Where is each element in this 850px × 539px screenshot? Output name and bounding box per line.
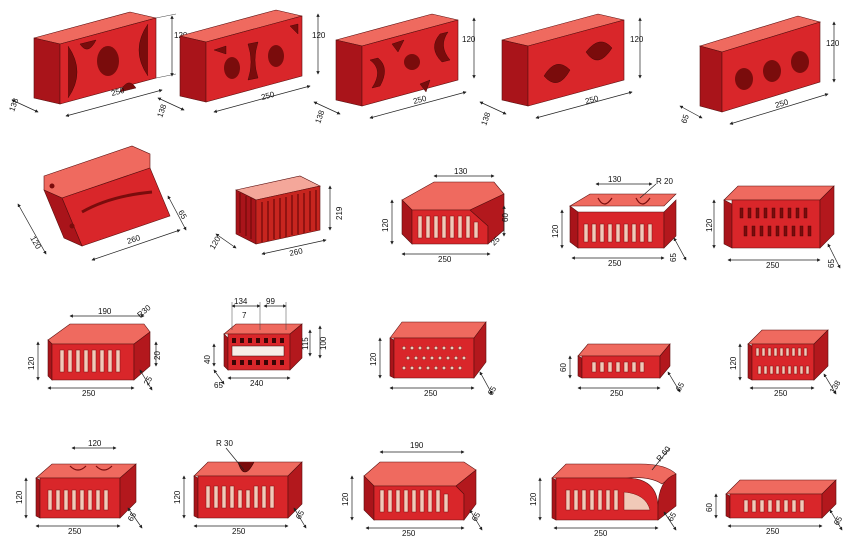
brick-1: 120 250 138 xyxy=(7,11,188,117)
brick-14: 60 250 65 xyxy=(559,343,687,398)
brick-15: 120 250 138 xyxy=(729,329,843,398)
brick-9: 130 R 20 120 250 65 xyxy=(551,175,687,268)
brick-11-dim-length: 250 xyxy=(82,389,96,398)
brick-13: 120 250 65 xyxy=(369,321,498,398)
brick-12-dim-b: 99 xyxy=(266,297,275,306)
brick-18-dim-length: 250 xyxy=(402,529,416,538)
brick-10-dim-height: 120 xyxy=(705,218,714,232)
brick-4: 120 250 138 xyxy=(479,13,644,127)
brick-5-dim-height: 120 xyxy=(826,39,840,48)
brick-8-dim-chamfer: 60 xyxy=(501,213,510,222)
brick-10-dim-width: 65 xyxy=(827,259,836,268)
brick-20-dim-height: 60 xyxy=(705,503,714,512)
brick-10: 120 250 65 xyxy=(705,185,841,270)
brick-5-dim-length: 250 xyxy=(774,97,790,109)
brick-14-dim-length: 250 xyxy=(610,389,624,398)
brick-15-dim-length: 250 xyxy=(774,389,788,398)
brick-11-dim-height: 120 xyxy=(27,356,36,370)
brick-6-dim-height: 120 xyxy=(28,235,43,252)
brick-5: 120 250 65 xyxy=(679,15,840,125)
brick-7-dim-length: 260 xyxy=(289,246,304,258)
brick-11-dim-radius: R30 xyxy=(136,303,153,320)
brick-11-dim-top: 190 xyxy=(98,307,112,316)
brick-5-dim-width: 65 xyxy=(679,113,691,125)
brick-17: R 30 120 250 65 xyxy=(173,439,306,536)
brick-3-dim-width: 138 xyxy=(313,109,326,125)
brick-9-dim-width: 65 xyxy=(669,253,678,262)
brick-11-dim-chamfer: 20 xyxy=(153,351,162,360)
brick-9-dim-radius: R 20 xyxy=(656,177,673,186)
brick-7: 219 260 120 xyxy=(208,175,344,258)
brick-16: 120 120 250 65 xyxy=(15,439,143,536)
brick-9-dim-length: 250 xyxy=(608,259,622,268)
brick-12-dim-a: 134 xyxy=(234,297,248,306)
brick-17-dim-radius: R 30 xyxy=(216,439,233,448)
brick-6: 120 260 65 xyxy=(17,145,189,261)
brick-3-dim-height: 120 xyxy=(462,35,476,44)
brick-12-dim-c: 7 xyxy=(242,311,247,320)
brick-18-dim-top: 190 xyxy=(410,441,424,450)
brick-15-dim-height: 120 xyxy=(729,356,738,370)
brick-8: 130 120 250 60 25 xyxy=(381,167,510,264)
brick-6-dim-width: 65 xyxy=(176,209,189,222)
brick-2-dim-height: 120 xyxy=(312,31,326,40)
brick-4-dim-width: 138 xyxy=(479,111,492,127)
brick-9-dim-height: 120 xyxy=(551,224,560,238)
brick-18-dim-width: 65 xyxy=(470,510,483,523)
brick-12-dim-length: 240 xyxy=(250,379,264,388)
brick-16-dim-top: 120 xyxy=(88,439,102,448)
brick-17-dim-length: 250 xyxy=(232,527,246,536)
brick-3-dim-length: 250 xyxy=(412,94,428,106)
brick-16-dim-height: 120 xyxy=(15,490,24,504)
brick-19: R 60 120 250 65 xyxy=(529,444,678,538)
brick-12-dim-inner: 115 xyxy=(301,337,310,350)
brick-7-dim-height: 219 xyxy=(335,206,344,220)
brick-18-dim-height: 120 xyxy=(341,492,350,506)
brick-10-dim-length: 250 xyxy=(766,261,780,270)
brick-19-dim-length: 250 xyxy=(594,529,608,538)
brick-14-dim-width: 65 xyxy=(674,380,687,393)
brick-17-dim-height: 120 xyxy=(173,490,182,504)
brick-8-dim-length: 250 xyxy=(438,255,452,264)
brick-12-dim-width: 65 xyxy=(214,381,223,390)
brick-13-dim-length: 250 xyxy=(424,389,438,398)
brick-1-dim-length: 250 xyxy=(110,86,126,98)
brick-16-dim-length: 250 xyxy=(68,527,82,536)
brick-19-dim-height: 120 xyxy=(529,492,538,506)
brick-13-dim-height: 120 xyxy=(369,352,378,366)
brick-18: 190 120 250 65 xyxy=(341,441,482,538)
brick-2-dim-width: 138 xyxy=(155,103,168,119)
brick-15-dim-width: 138 xyxy=(828,378,843,395)
brick-4-dim-height: 120 xyxy=(630,35,644,44)
brick-2-dim-length: 250 xyxy=(260,90,276,102)
brick-20-dim-length: 250 xyxy=(766,527,780,536)
brick-1-dim-width: 138 xyxy=(7,97,20,113)
brick-3: 120 250 138 xyxy=(313,13,476,125)
brick-12-dim-height: 40 xyxy=(203,355,212,364)
brick-16-dim-width: 65 xyxy=(126,510,139,523)
brick-6-dim-length: 260 xyxy=(126,233,142,246)
brick-12: 134 99 7 40 65 240 115 100 xyxy=(203,297,328,390)
brick-8-dim-top: 130 xyxy=(454,167,468,176)
brick-11: 190 R30 120 250 20 25 xyxy=(27,303,162,398)
brick-8-dim-height: 120 xyxy=(381,218,390,232)
brick-4-dim-length: 250 xyxy=(584,94,600,106)
brick-12-dim-outer: 100 xyxy=(319,336,328,350)
brick-9-dim-top: 130 xyxy=(608,175,622,184)
brick-19-dim-radius: R 60 xyxy=(655,444,673,463)
brick-14-dim-height: 60 xyxy=(559,363,568,372)
brick-2: 120 250 138 xyxy=(155,9,326,119)
brick-20: 60 250 65 xyxy=(705,479,844,536)
